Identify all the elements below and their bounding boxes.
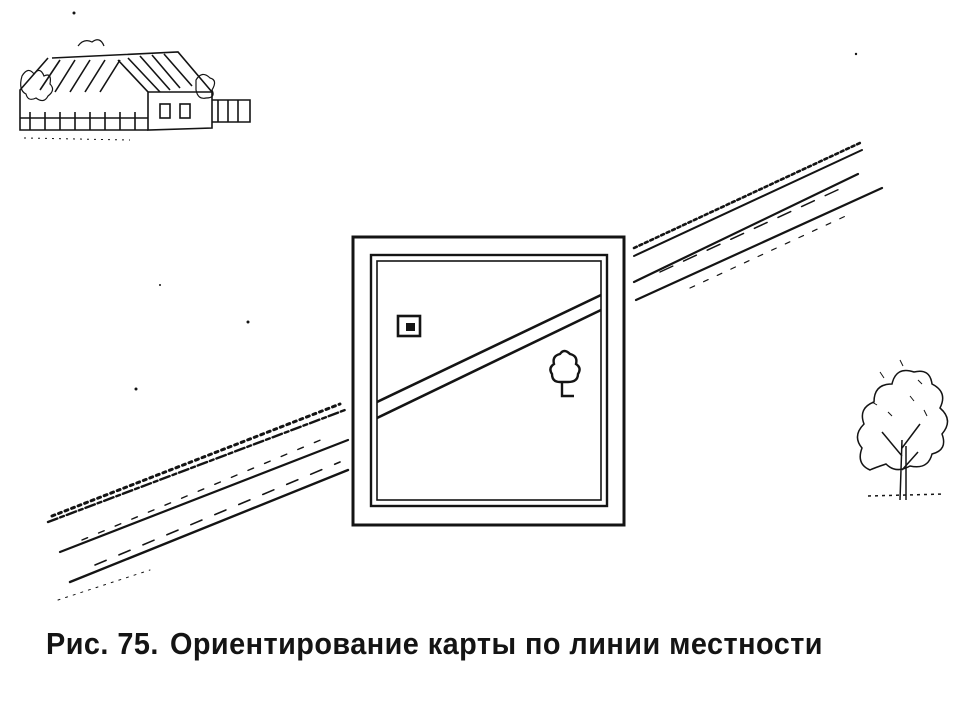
map-tree-symbol-icon	[549, 349, 581, 398]
road-left	[46, 402, 350, 601]
figure-caption: Рис. 75. Ориентирование карты по линии ме…	[46, 626, 883, 662]
road-right	[632, 140, 884, 302]
speckles	[72, 11, 858, 391]
map-house-symbol-icon	[396, 314, 422, 338]
tree-icon	[856, 359, 949, 501]
house-icon	[19, 39, 251, 141]
map-sheet	[351, 235, 626, 527]
map-road	[376, 293, 602, 404]
figure-number: Рис. 75.	[46, 626, 159, 661]
caption-text: Ориентирование карты по линии местности	[169, 626, 823, 661]
